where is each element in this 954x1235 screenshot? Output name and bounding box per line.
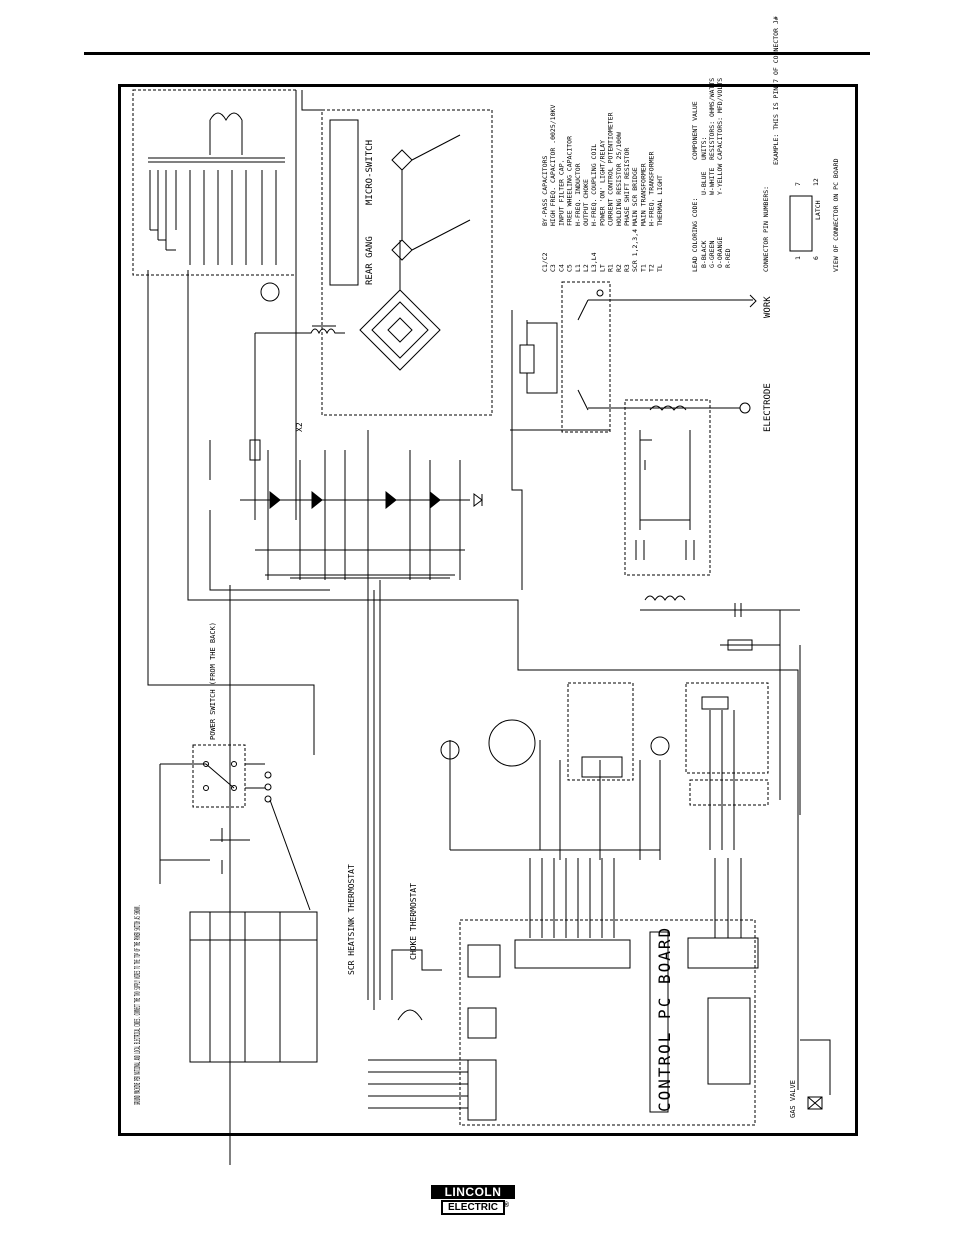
diode-row: [240, 430, 483, 580]
connector-glyph: [789, 195, 813, 252]
legend-component: THERMAL LIGHT: [656, 175, 664, 226]
main-transformer: [132, 89, 297, 302]
gas-valve-label: GAS VALVE: [789, 1080, 797, 1118]
connector-pin-number: 1: [794, 256, 802, 260]
logo-top-text: LINCOLN: [431, 1185, 515, 1199]
legend-code: LT: [598, 264, 606, 272]
legend-code: L3,L4: [590, 252, 598, 272]
legend-component: OUTPUT CHOKE: [582, 179, 590, 226]
control-board-box: [368, 858, 831, 1126]
legend-code: R3: [623, 264, 631, 272]
component-title: COMPONENT VALUE: [691, 101, 699, 160]
logo-bottom-text: ELECTRIC ®: [441, 1200, 509, 1215]
legend-component: BY-PASS CAPACITORS: [541, 155, 549, 226]
connector-example: EXAMPLE: THIS IS PIN 7 OF CONNECTOR J#: [772, 16, 780, 165]
connector-pin-number: 12: [812, 178, 820, 186]
legend-code: C3: [549, 264, 557, 272]
power-switch-box: [159, 744, 318, 1063]
logo-registered-mark: ®: [503, 1202, 509, 1209]
ground-note: GROUND MACHINE PER NATIONAL AND LOCAL EL…: [133, 905, 142, 1105]
connector-pin-number: 7: [794, 182, 802, 186]
lead-color-item: U-BLUE: [700, 171, 708, 195]
lincoln-electric-logo: LINCOLN ELECTRIC ®: [431, 1185, 515, 1216]
header-rule: [84, 52, 870, 55]
indicator-lamps: [440, 682, 769, 860]
lead-color-item: R-RED: [724, 248, 732, 268]
connector-pin-number: 6: [812, 256, 820, 260]
output-choke: [254, 325, 345, 520]
logo-electric: ELECTRIC: [448, 1202, 498, 1213]
legend-code: L1: [574, 264, 582, 272]
legend-code: TL: [656, 264, 664, 272]
legend-component: PHASE SHIFT RESISTOR: [623, 148, 631, 226]
legend-component: MAIN SCR BRIDGE: [631, 167, 639, 226]
legend-component: INPUT FILTER CAP.: [557, 159, 565, 226]
lead-color-title: LEAD COLORING CODE:: [691, 198, 699, 272]
legend-component: MAIN TRANSFORMER: [639, 163, 647, 226]
power-switch-label-group: POWER SWITCH (FROM THE BACK): [209, 622, 217, 740]
lead-color-item: O-ORANGE: [716, 237, 724, 268]
main-wiring: [147, 90, 799, 1165]
legend-component: HOLDING RESISTOR 25/100W: [615, 132, 623, 226]
x2-label: X2: [295, 422, 304, 432]
legend-code: C4: [557, 264, 565, 272]
legend-component: FREE WHEELING CAPACITOR: [566, 136, 574, 226]
legend-code: SCR 1,2,3,4: [631, 229, 639, 272]
work-label: WORK: [763, 296, 773, 318]
legend-code: C5: [566, 264, 574, 272]
latch-label: LATCH: [814, 200, 822, 220]
connector-title: CONNECTOR PIN NUMBERS:: [762, 186, 770, 272]
high-frequency-section: [624, 399, 801, 815]
component-unit: RESISTORS: OHMS/WATTS: [708, 78, 716, 160]
component-unit: UNITS:: [700, 137, 708, 160]
power-switch-label: POWER SWITCH (FROM THE BACK): [209, 622, 217, 740]
legend-component: POWER 'ON' LIGHT/RELAY: [598, 140, 606, 226]
connector-view: VIEW OF CONNECTOR ON PC BOARD: [832, 158, 840, 272]
lead-color-item: G-GREEN: [708, 241, 716, 268]
output-terminal-block: [519, 281, 757, 433]
microswitch-label: MICRO-SWITCH: [365, 140, 375, 205]
scr-bridge-box: [321, 109, 493, 416]
legend-code: T2: [648, 264, 656, 272]
lead-color-item: Y-YELLOW: [716, 164, 724, 195]
component-unit: CAPACITORS: MFD/VOLTS: [716, 78, 724, 160]
legend-code: R1: [607, 264, 615, 272]
lead-color-item: W-WHITE: [708, 168, 716, 195]
lead-color-item: B-BLACK: [700, 241, 708, 268]
electrode-label: ELECTRODE: [763, 383, 773, 432]
legend-code: T1: [639, 264, 647, 272]
legend-component: H-FREQ. TRANSFORMER: [648, 152, 656, 226]
rear-gang-label: REAR GANG: [365, 236, 375, 285]
legend-code: C1/C2: [541, 252, 549, 272]
choke-thermostat-label: CHOKE THERMOSTAT: [409, 883, 418, 960]
legend-code: R2: [615, 264, 623, 272]
control-board-label: CONTROL PC BOARD: [655, 926, 674, 1112]
legend-component: H-FREQ. COUPLING COIL: [590, 144, 598, 226]
legend-component: H-FREQ. INDUCTOR: [574, 163, 582, 226]
legend-component: HIGH FREQ. CAPACITOR .0025/10KV: [549, 105, 557, 226]
legend-component: CURRENT CONTROL POTENTIOMETER: [607, 112, 615, 226]
scr-heatsink-label: SCR HEATSINK THERMOSTAT: [347, 864, 356, 975]
legend-code: L2: [582, 264, 590, 272]
diagram-frame: [118, 84, 858, 1136]
